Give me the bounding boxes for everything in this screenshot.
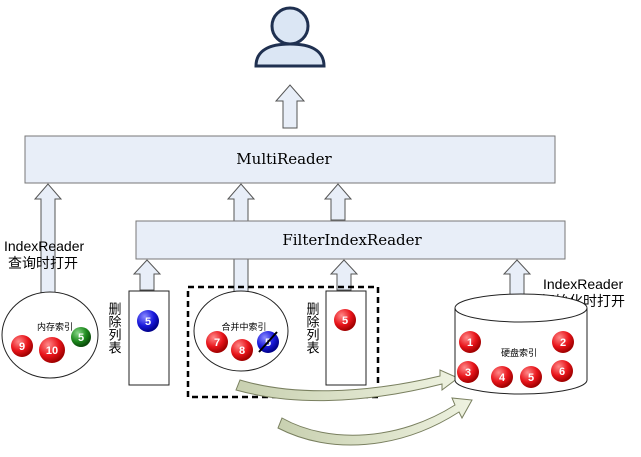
svg-text:删除列表: 删除列表 xyxy=(106,302,122,354)
memory-doc-10: 10 xyxy=(39,337,65,363)
svg-text:1: 1 xyxy=(467,337,473,349)
svg-text:5: 5 xyxy=(78,332,84,344)
svg-text:6: 6 xyxy=(559,366,565,378)
indexreader-query-line1: IndexReader xyxy=(4,238,85,254)
deletion-list-right: 5 xyxy=(325,290,367,386)
merging-doc-7: 7 xyxy=(206,331,228,353)
arrow-up-filter-to-multireader xyxy=(323,183,353,221)
svg-text:3: 3 xyxy=(465,367,471,379)
indexreader-query-label: IndexReader 查询时打开 xyxy=(4,238,85,271)
memory-doc-5: 5 xyxy=(71,327,91,347)
memory-index-label: 内存索引 xyxy=(37,321,73,333)
svg-text:删除列表: 删除列表 xyxy=(304,302,320,354)
indexreader-init-line1: IndexReader xyxy=(543,276,624,292)
multireader-label: MultiReader xyxy=(236,150,332,168)
memory-doc-9: 9 xyxy=(11,335,33,357)
memory-index: 内存索引 9 10 5 xyxy=(1,291,99,379)
disk-doc-1: 1 xyxy=(459,331,481,353)
merging-index: 合并中索引 7 8 5 xyxy=(193,290,289,372)
svg-text:5: 5 xyxy=(342,315,348,327)
merging-doc-5-deleted: 5 xyxy=(257,331,279,353)
user-icon xyxy=(254,6,326,68)
multireader-box: MultiReader xyxy=(24,135,556,184)
disk-index-label: 硬盘索引 xyxy=(501,347,537,359)
strike-through-mark xyxy=(258,331,278,353)
disk-doc-6: 6 xyxy=(551,360,573,382)
filterindexreader-label: FilterIndexReader xyxy=(282,231,422,249)
svg-text:7: 7 xyxy=(214,337,220,349)
deletion-list-right-label: 删除列表 xyxy=(304,302,320,354)
disk-doc-2: 2 xyxy=(552,331,574,353)
disk-index: 硬盘索引 1 2 3 4 5 6 xyxy=(454,293,588,395)
deletion-list-left-label: 删除列表 xyxy=(106,302,122,354)
indexreader-query-line2: 查询时打开 xyxy=(8,255,78,271)
filterindexreader-box: FilterIndexReader xyxy=(135,220,566,260)
deletion-left-doc-5: 5 xyxy=(137,310,159,332)
svg-text:5: 5 xyxy=(528,372,534,384)
merging-index-label: 合并中索引 xyxy=(221,321,266,333)
arrow-up-memory-to-multireader xyxy=(33,183,63,297)
merge-arrow-upper xyxy=(235,369,459,402)
svg-text:2: 2 xyxy=(560,337,566,349)
merging-doc-8: 8 xyxy=(231,339,253,361)
deletion-right-doc-5: 5 xyxy=(334,309,356,331)
arrow-up-multireader-to-user xyxy=(274,84,306,129)
disk-doc-5: 5 xyxy=(520,366,542,388)
disk-doc-3: 3 xyxy=(457,361,479,383)
disk-doc-4: 4 xyxy=(491,366,513,388)
merge-arrow-lower xyxy=(277,397,473,446)
svg-text:8: 8 xyxy=(239,345,245,357)
svg-text:10: 10 xyxy=(46,345,58,357)
deletion-list-left: 5 xyxy=(128,290,170,386)
svg-text:5: 5 xyxy=(145,316,151,328)
svg-text:9: 9 xyxy=(19,341,25,353)
arrow-up-deletion-left-to-filter xyxy=(132,259,162,291)
arrow-up-deletion-right-to-filter xyxy=(329,259,359,291)
svg-text:4: 4 xyxy=(499,372,506,384)
